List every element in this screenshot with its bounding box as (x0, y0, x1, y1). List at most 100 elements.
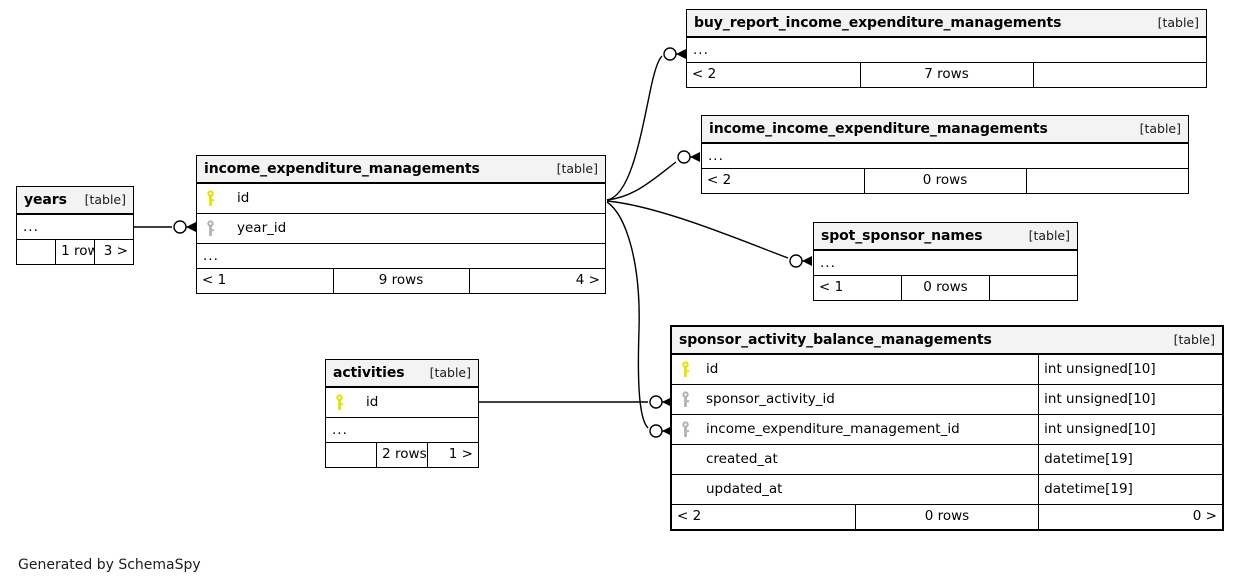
column-name: id (366, 393, 379, 410)
column-type: datetime[19] (1038, 444, 1222, 475)
column-name: updated_at (706, 480, 783, 497)
edge-income-to-buy-report (606, 47, 686, 201)
generated-by-credit: Generated by SchemaSpy (18, 557, 201, 573)
footer-rowcount: 0 rows (901, 275, 990, 300)
table-title: years (24, 192, 67, 208)
footer-children (1032, 62, 1206, 87)
footer-parents: < 1 (197, 268, 334, 293)
table-footer-row: < 1 0 rows (814, 275, 1077, 300)
footer-parents: < 1 (814, 275, 903, 300)
footer-children: 0 > (1038, 504, 1222, 529)
table-footer-row: 1 row 3 > (17, 239, 133, 264)
table-ellipsis-row: ... (326, 417, 478, 443)
footer-rowcount: 2 rows (376, 442, 428, 467)
table-header-row: buy_report_income_expenditure_management… (687, 10, 1206, 38)
column-name: created_at (706, 450, 778, 467)
column-name: year_id (237, 219, 287, 236)
table-column-row[interactable]: income_expenditure_management_id int uns… (672, 414, 1222, 445)
table-node-buy-report-income-expenditure-managements[interactable]: buy_report_income_expenditure_management… (686, 9, 1207, 88)
column-type: int unsigned[10] (1038, 353, 1222, 385)
table-type-tag: [table] (556, 160, 598, 176)
footer-parents: < 2 (672, 504, 856, 529)
table-column-row[interactable]: id (326, 386, 478, 418)
table-header-row: income_income_expenditure_managements [t… (702, 116, 1188, 144)
table-column-row[interactable]: sponsor_activity_id int unsigned[10] (672, 384, 1222, 415)
table-footer-row: < 2 0 rows (702, 168, 1188, 193)
table-ellipsis-row: ... (687, 36, 1206, 63)
table-ellipsis-row: ... (814, 249, 1077, 276)
table-title: income_expenditure_managements (204, 161, 480, 177)
table-type-tag: [table] (84, 191, 126, 207)
hidden-columns-indicator: ... (17, 213, 133, 240)
table-column-row[interactable]: created_at datetime[19] (672, 444, 1222, 475)
footer-rowcount: 1 row (55, 239, 95, 264)
table-type-tag: [table] (1139, 120, 1181, 136)
footer-rowcount: 9 rows (332, 268, 470, 293)
edge-income-to-sponsor-balance (606, 201, 672, 438)
table-ellipsis-row: ... (197, 243, 605, 269)
footer-parents (17, 239, 57, 264)
table-node-income-expenditure-managements[interactable]: income_expenditure_managements [table] (196, 155, 606, 294)
table-footer-row: < 2 7 rows (687, 62, 1206, 87)
foreign-key-icon (678, 391, 702, 408)
table-footer-row: 2 rows 1 > (326, 442, 478, 467)
footer-children (988, 275, 1077, 300)
table-node-years[interactable]: years [table] ... 1 row 3 > (16, 186, 134, 265)
table-type-tag: [table] (1173, 331, 1215, 347)
table-title: spot_sponsor_names (821, 228, 983, 244)
footer-rowcount: 7 rows (859, 62, 1034, 87)
footer-children: 4 > (468, 268, 605, 293)
hidden-columns-indicator: ... (326, 417, 478, 443)
table-type-tag: [table] (429, 364, 471, 380)
table-header-row: activities [table] (326, 360, 478, 388)
table-column-row[interactable]: year_id (197, 213, 605, 244)
table-title: sponsor_activity_balance_managements (679, 332, 992, 348)
table-title: income_income_expenditure_managements (709, 121, 1048, 137)
column-name: sponsor_activity_id (706, 390, 835, 407)
table-type-tag: [table] (1157, 14, 1199, 30)
table-ellipsis-row: ... (17, 213, 133, 240)
hidden-columns-indicator: ... (814, 249, 1077, 276)
edge-income-to-spot-sponsor (606, 200, 812, 268)
foreign-key-icon (203, 220, 227, 237)
column-name: income_expenditure_management_id (706, 420, 960, 437)
footer-children: 1 > (426, 442, 478, 467)
primary-key-icon (678, 361, 702, 378)
primary-key-icon (203, 190, 227, 207)
footer-parents: < 2 (687, 62, 861, 87)
table-column-row[interactable]: id int unsigned[10] (672, 353, 1222, 385)
footer-parents: < 2 (702, 168, 865, 193)
edge-income-to-income-income (606, 150, 700, 201)
table-header-row: income_expenditure_managements [table] (197, 156, 605, 184)
edge-activities-to-sponsor-balance (479, 395, 672, 409)
column-type: int unsigned[10] (1038, 414, 1222, 445)
column-type: datetime[19] (1038, 474, 1222, 505)
hidden-columns-indicator: ... (702, 142, 1188, 169)
footer-rowcount: 0 rows (854, 504, 1040, 529)
table-node-income-income-expenditure-managements[interactable]: income_income_expenditure_managements [t… (701, 115, 1189, 194)
footer-parents (326, 442, 378, 467)
table-title: activities (333, 365, 405, 381)
table-ellipsis-row: ... (702, 142, 1188, 169)
table-column-row[interactable]: id (197, 182, 605, 214)
hidden-columns-indicator: ... (197, 243, 605, 269)
column-type: int unsigned[10] (1038, 384, 1222, 415)
foreign-key-icon (678, 421, 702, 438)
table-header-row: sponsor_activity_balance_managements [ta… (672, 327, 1222, 355)
column-name: id (237, 189, 250, 206)
table-footer-row: < 2 0 rows 0 > (672, 504, 1222, 529)
table-header-row: spot_sponsor_names [table] (814, 223, 1077, 251)
primary-key-icon (332, 394, 356, 411)
table-node-sponsor-activity-balance-managements[interactable]: sponsor_activity_balance_managements [ta… (670, 325, 1224, 531)
table-node-spot-sponsor-names[interactable]: spot_sponsor_names [table] ... < 1 0 row… (813, 222, 1078, 301)
table-title: buy_report_income_expenditure_management… (694, 15, 1062, 31)
table-node-activities[interactable]: activities [table] (325, 359, 479, 468)
footer-children: 3 > (93, 239, 133, 264)
footer-rowcount: 0 rows (863, 168, 1027, 193)
table-column-row[interactable]: updated_at datetime[19] (672, 474, 1222, 505)
table-footer-row: < 1 9 rows 4 > (197, 268, 605, 293)
table-header-row: years [table] (17, 187, 133, 215)
table-type-tag: [table] (1028, 227, 1070, 243)
hidden-columns-indicator: ... (687, 36, 1206, 63)
